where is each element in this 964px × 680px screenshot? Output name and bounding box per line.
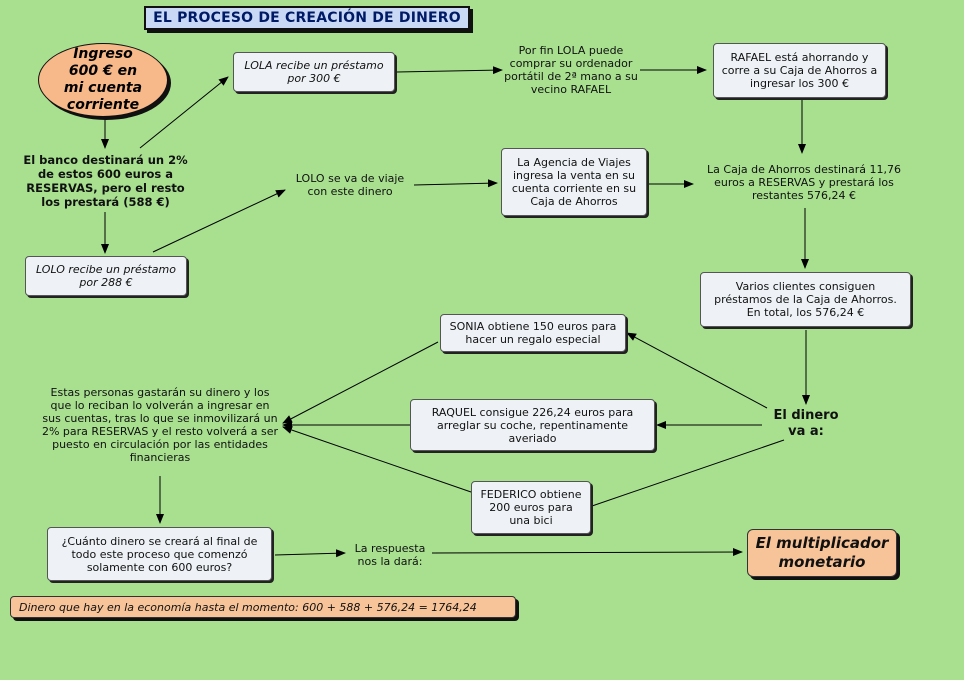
node-lola-compra: Por fin LOLA puede comprar su ordenador … — [504, 44, 638, 96]
node-raquel: RAQUEL consigue 226,24 euros para arregl… — [410, 399, 655, 451]
node-ingreso: Ingreso 600 € en mi cuenta corriente — [38, 43, 168, 117]
node-respuesta: La respuesta nos la dará: — [354, 542, 426, 568]
node-multiplicador: El multiplicador monetario — [747, 529, 897, 577]
page-title: EL PROCESO DE CREACIÓN DE DINERO — [144, 6, 470, 30]
node-agencia: La Agencia de Viajes ingresa la venta en… — [501, 148, 647, 216]
arrow-respuesta-multiplicador — [431, 548, 743, 557]
node-lolo-viaje: LOLO se va de viaje con este dinero — [295, 172, 405, 198]
arrow-federico-personas — [282, 426, 472, 493]
node-lolo-prestamo: LOLO recibe un préstamo por 288 € — [25, 256, 187, 296]
arrow-viaje-agencia — [413, 179, 498, 188]
arrow-lola-compra — [396, 66, 503, 75]
line-dinero-federico — [591, 439, 785, 507]
node-rafael: RAFAEL está ahorrando y corre a su Caja … — [713, 43, 886, 98]
node-personas: Estas personas gastarán su dinero y los … — [41, 386, 279, 464]
arrow-sonia-personas — [282, 341, 439, 424]
arrow-lolo-viaje — [152, 189, 286, 253]
node-caja: La Caja de Ahorros destinará 11,76 euros… — [707, 162, 901, 202]
arrow-dinero-sonia — [626, 332, 768, 409]
node-lola-prestamo: LOLA recibe un préstamo por 300 € — [233, 52, 395, 92]
total-banner: Dinero que hay en la economía hasta el m… — [10, 596, 516, 618]
node-pregunta: ¿Cuánto dinero se creará al final de tod… — [47, 527, 272, 581]
node-sonia: SONIA obtiene 150 euros para hacer un re… — [440, 314, 626, 352]
node-dinero-va: El dinero va a: — [773, 408, 839, 439]
node-banco: El banco destinará un 2% de estos 600 eu… — [23, 153, 188, 209]
node-federico: FEDERICO obtiene 200 euros para una bici — [471, 481, 591, 534]
arrow-pregunta-respuesta — [274, 549, 346, 558]
arrow-banco-lola — [139, 76, 229, 149]
node-clientes: Varios clientes consiguen préstamos de l… — [700, 272, 911, 327]
